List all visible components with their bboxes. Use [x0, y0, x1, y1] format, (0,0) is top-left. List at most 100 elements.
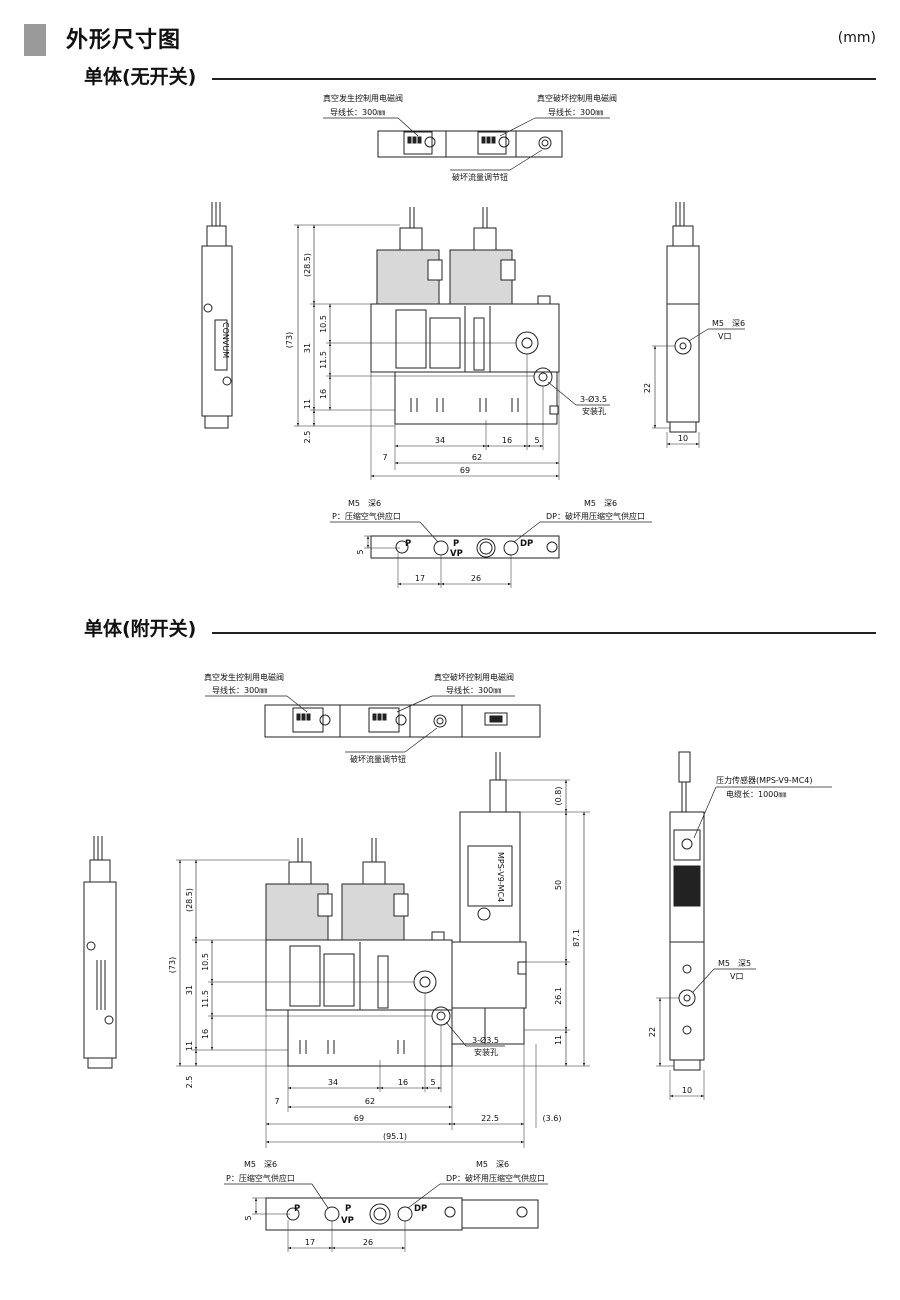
- s2-dim-h50: 50: [554, 880, 563, 890]
- s1-label-dp-port: DP：破坏用压缩空气供应口: [546, 511, 645, 521]
- s2-label-m5-p: M5 深6: [244, 1160, 277, 1169]
- s2-sensor-model: MPS-V9-MC4: [496, 852, 505, 902]
- s1-dim-h31: 31: [303, 343, 312, 353]
- s1-label-brk-lead: 导线长：300㎜: [548, 107, 603, 117]
- s1-mark-vp: VP: [450, 549, 463, 559]
- unit-label: (mm): [837, 30, 876, 46]
- s1-dim-h285: (28.5): [303, 253, 312, 277]
- s2-dim-h261: 26.1: [554, 987, 563, 1005]
- s2-mark-p2: P: [345, 1204, 351, 1214]
- s2-dim-h31: 31: [185, 985, 194, 995]
- s2-dim-h285: (28.5): [185, 888, 194, 912]
- s1-mark-dp: DP: [520, 539, 533, 549]
- s1-top-view: 真空发生控制用电磁阀 导线长：300㎜ 真空破坏控制用电磁阀 导线长：300㎜ …: [323, 93, 617, 182]
- s2-mark-vp: VP: [341, 1216, 354, 1226]
- s2-dim-h08: (0.8): [554, 787, 563, 806]
- s2-label-vac-valve: 真空发生控制用电磁阀: [204, 672, 284, 682]
- s2-label-v-port: V口: [730, 972, 743, 981]
- s1-dim-h105: 10.5: [319, 315, 328, 333]
- s1-label-holes: 3-Ø3.5: [580, 394, 607, 404]
- s1-front-view: [370, 207, 560, 425]
- s1-body-text: CONVUM: [221, 322, 230, 358]
- s1-dim-w7: 7: [382, 453, 387, 462]
- s1-horizontal-dims: 34 16 5 62 7 69 3-Ø3.5 安装孔: [370, 354, 610, 480]
- s2-label-brk-valve: 真空破坏控制用电磁阀: [434, 672, 514, 682]
- s2-dim-w225: 22.5: [481, 1114, 499, 1123]
- s2-dim-b17: 17: [305, 1238, 315, 1247]
- s1-label-m5-p: M5 深6: [348, 499, 381, 508]
- s2-dim-s10: 10: [682, 1086, 692, 1095]
- s1-dim-w69: 69: [460, 466, 470, 475]
- section-title-with-switch: 单体(附开关): [84, 618, 197, 640]
- s2-dim-w36: (3.6): [543, 1114, 562, 1123]
- s1-label-p-port: P：压缩空气供应口: [332, 511, 401, 521]
- s2-top-view: 真空发生控制用电磁阀 导线长：300㎜ 真空破坏控制用电磁阀 导线长：300㎜ …: [204, 672, 541, 764]
- s1-dim-s10: 10: [678, 434, 688, 443]
- s1-dim-h16: 16: [319, 389, 328, 399]
- s2-label-m5-v: M5 深5: [718, 959, 751, 968]
- s1-dim-h11: 11: [303, 399, 312, 409]
- s1-dim-b26: 26: [471, 574, 481, 583]
- s1-label-v-port: V口: [718, 332, 731, 341]
- s1-right-side-view: M5 深6 V口 22 10: [643, 202, 745, 448]
- s2-right-side-view: 压力传感器(MPS-V9-MC4) 电缆长：1000㎜ M5 深5 V口 22 …: [648, 751, 832, 1100]
- s2-dim-h73: (73): [168, 957, 177, 973]
- s1-vertical-dims: (73) (28.5) 31 10.5 11.5 16 11 2.5: [285, 224, 534, 443]
- s2-dim-w7: 7: [274, 1097, 279, 1106]
- s2-dim-h16: 16: [201, 1029, 210, 1039]
- s2-label-vac-lead: 导线长：300㎜: [212, 685, 267, 695]
- s2-mark-dp: DP: [414, 1204, 427, 1214]
- s2-dim-h11b: 11: [554, 1035, 563, 1045]
- s2-label-flow-knob: 破坏流量调节钮: [350, 754, 406, 764]
- section-title-no-switch: 单体(无开关): [84, 66, 197, 88]
- s2-label-holes: 3-Ø3.5: [472, 1035, 499, 1045]
- s2-dim-h25: 2.5: [185, 1076, 194, 1089]
- header-accent-bar: [24, 24, 46, 56]
- s1-mark-p: P: [405, 539, 411, 549]
- s2-left-side-view: [83, 836, 117, 1069]
- s2-dim-b26: 26: [363, 1238, 373, 1247]
- s2-dim-w62: 62: [365, 1097, 375, 1106]
- s2-label-sensor-cable: 电缆长：1000㎜: [726, 789, 786, 799]
- s1-mark-p2: P: [453, 539, 459, 549]
- s2-front-view: MPS-V9-MC4: [265, 752, 527, 1067]
- s2-dim-w951: (95.1): [383, 1132, 407, 1141]
- page-title: 外形尺寸图: [66, 28, 182, 53]
- s2-dim-w16: 16: [398, 1078, 408, 1087]
- s2-dim-h115: 11.5: [201, 990, 210, 1008]
- s2-dim-w69: 69: [354, 1114, 364, 1123]
- s1-label-m5-dp: M5 深6: [584, 499, 617, 508]
- s1-dim-h73: (73): [285, 332, 294, 348]
- s1-label-brk-valve: 真空破坏控制用电磁阀: [537, 93, 617, 103]
- s1-label-flow-knob: 破坏流量调节钮: [452, 172, 508, 182]
- s1-label-vac-lead: 导线长：300㎜: [330, 107, 385, 117]
- s1-dim-h115: 11.5: [319, 351, 328, 369]
- s2-dim-b5: 5: [244, 1215, 253, 1220]
- s2-dim-s22: 22: [648, 1027, 657, 1037]
- section-rule-1: [212, 78, 876, 80]
- s1-left-side-view: CONVUM: [201, 202, 233, 429]
- s1-dim-w5: 5: [534, 436, 539, 445]
- s2-horizontal-dims: 34 16 5 62 7 69 22.5 (3.6) (95.1) 3-Ø3.5…: [265, 993, 562, 1148]
- s1-label-m5-v: M5 深6: [712, 319, 745, 328]
- s1-dim-s22: 22: [643, 383, 652, 393]
- s2-label-m5-dp: M5 深6: [476, 1160, 509, 1169]
- s2-mark-p: P: [294, 1204, 300, 1214]
- s2-bottom-view: P P VP DP M5 深6 P：压缩空气供应口 M5 深6 DP：破坏用压缩…: [224, 1160, 548, 1252]
- section-rule-2: [212, 632, 876, 634]
- s2-label-sensor: 压力传感器(MPS-V9-MC4): [716, 775, 813, 785]
- s2-vertical-dims: (73) (28.5) 31 10.5 11.5 16 11 2.5 (0.8)…: [168, 779, 590, 1089]
- s1-dim-b17: 17: [415, 574, 425, 583]
- s2-dim-h11: 11: [185, 1041, 194, 1051]
- s1-dim-w34: 34: [435, 436, 445, 445]
- s2-dim-w34: 34: [328, 1078, 338, 1087]
- s1-dim-w62: 62: [472, 453, 482, 462]
- s1-dim-w16: 16: [502, 436, 512, 445]
- s2-label-p-port: P：压缩空气供应口: [226, 1173, 295, 1183]
- s2-dim-w5: 5: [430, 1078, 435, 1087]
- s2-dim-h871: 87.1: [572, 929, 581, 947]
- s1-label-holes-note: 安装孔: [582, 406, 606, 416]
- s2-label-holes-note: 安装孔: [474, 1047, 498, 1057]
- s2-label-dp-port: DP：破坏用压缩空气供应口: [446, 1173, 545, 1183]
